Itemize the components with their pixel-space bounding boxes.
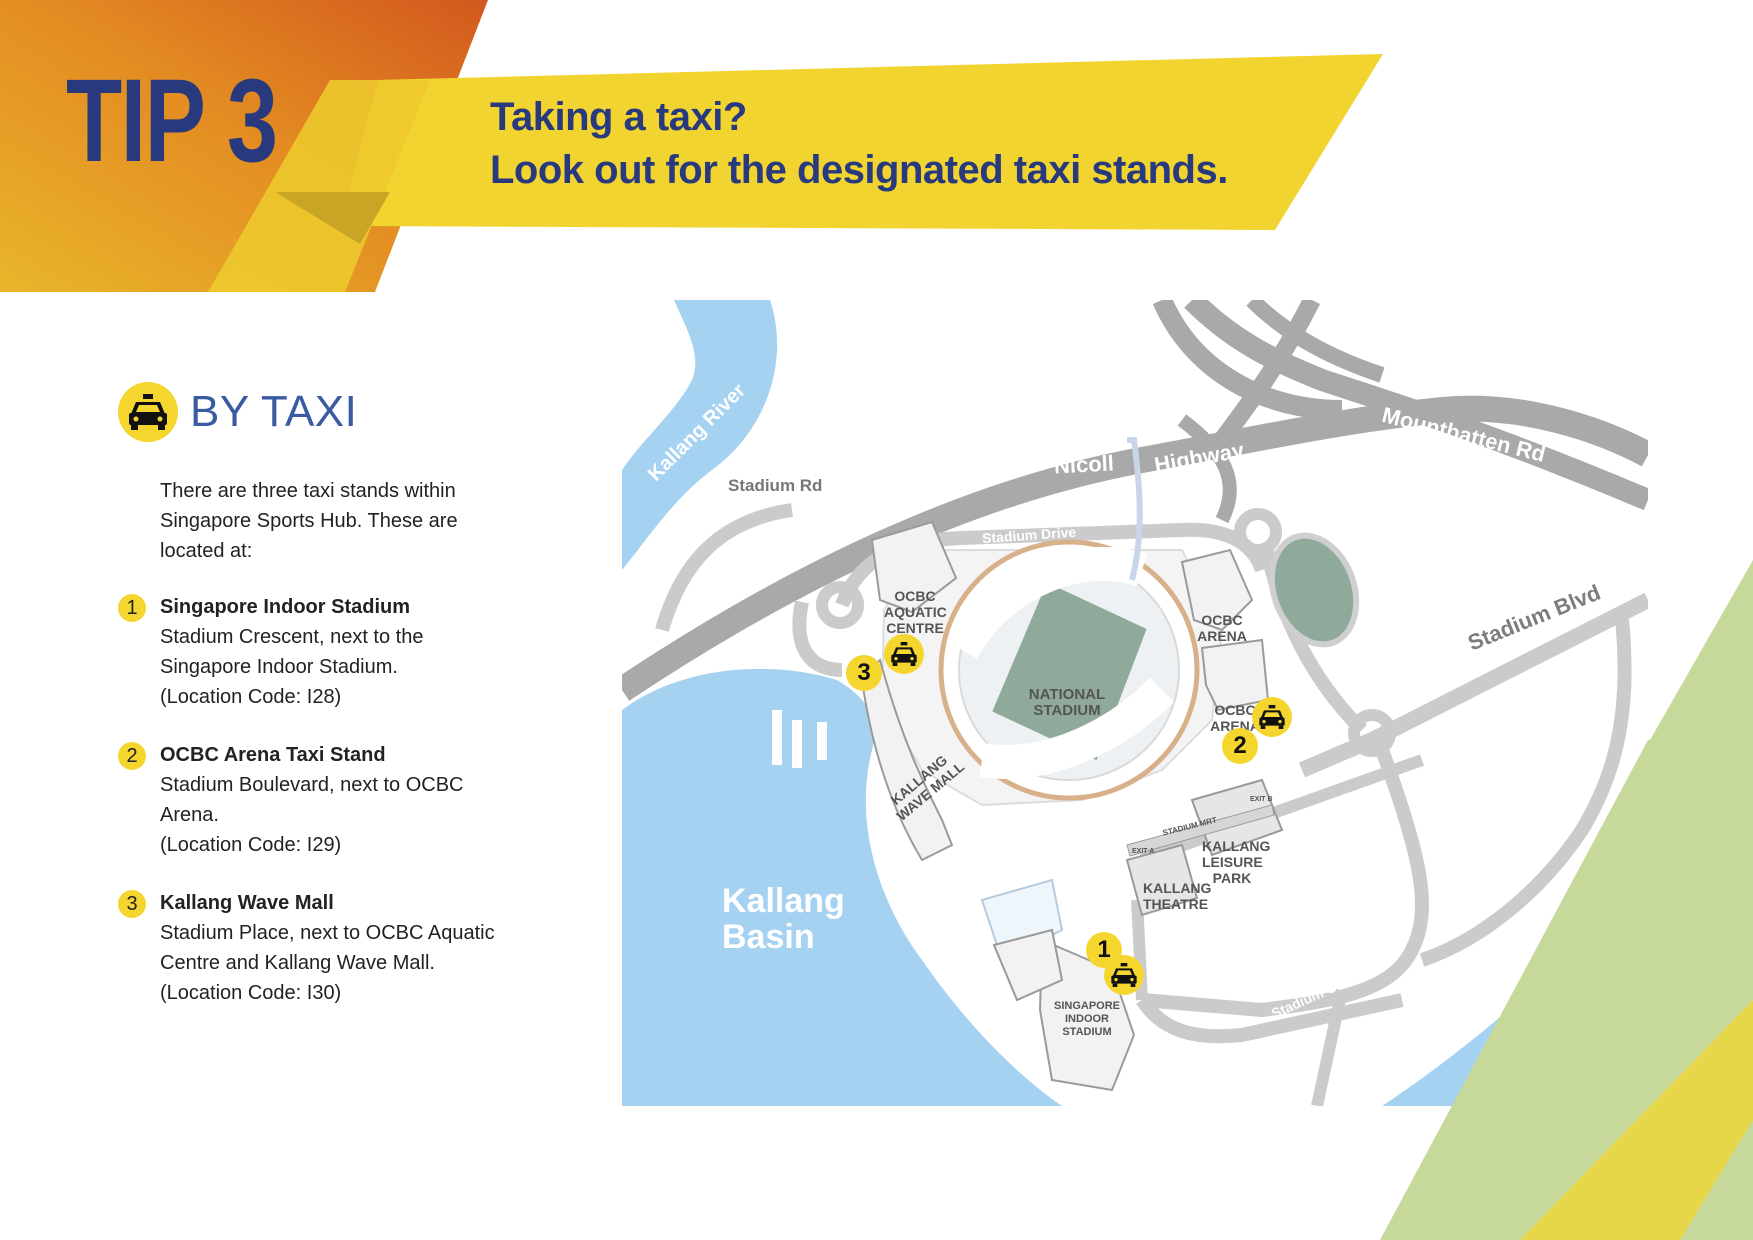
decorative-stripes — [1380, 560, 1753, 1240]
headline-instruction: Look out for the designated taxi stands. — [490, 148, 1228, 192]
water-label-kallang-basin: Kallang Basin — [722, 883, 845, 955]
exit-b-label: EXIT B — [1250, 796, 1273, 803]
aquatic-line1: OCBC — [894, 588, 936, 604]
stand-location-code: (Location Code: I29) — [160, 834, 342, 856]
taxi-icon — [118, 382, 178, 442]
map-marker-number[interactable]: 3 — [846, 655, 882, 691]
taxi-icon[interactable] — [1104, 955, 1144, 995]
map-marker-number[interactable]: 2 — [1222, 728, 1258, 764]
taxi-stand-item: 1 Singapore Indoor Stadium Stadium Cresc… — [118, 592, 518, 712]
stand-location-code: (Location Code: I30) — [160, 982, 342, 1004]
kallang-river — [622, 300, 778, 570]
kallang-basin — [622, 668, 1062, 1106]
exit-a-label: EXIT A — [1132, 848, 1155, 855]
kallang-basin-line2: Basin — [722, 918, 815, 956]
stand-location-code: (Location Code: I28) — [160, 686, 342, 708]
stand-address: Stadium Crescent, next to the Singapore … — [160, 626, 424, 678]
label-kallang-leisure-park: KALLANG LEISURE PARK — [1202, 838, 1270, 886]
stand-number-badge: 1 — [118, 594, 146, 622]
headline-question: Taking a taxi? — [490, 95, 747, 139]
stand-name: OCBC Arena Taxi Stand — [160, 744, 386, 766]
arena-top-line2: ARENA — [1197, 628, 1247, 644]
stand-number-badge: 3 — [118, 890, 146, 918]
road-label-nicoll: Nicoll — [1053, 450, 1115, 479]
stand-number-badge: 2 — [118, 742, 146, 770]
label-national-stadium: NATIONAL STADIUM — [1027, 687, 1107, 719]
theatre-line2: THEATRE — [1143, 896, 1209, 912]
tip-number-title: TIP 3 — [66, 55, 278, 187]
section-heading: BY TAXI — [118, 382, 468, 444]
national-line1: NATIONAL — [1028, 686, 1106, 703]
taxi-stand-item: 2 OCBC Arena Taxi Stand Stadium Boulevar… — [118, 740, 518, 860]
theatre-line1: KALLANG — [1143, 880, 1212, 896]
arena-line1: OCBC — [1214, 702, 1256, 718]
intro-text: There are three taxi stands within Singa… — [160, 480, 458, 562]
taxi-icon[interactable] — [884, 634, 924, 674]
label-ocbc-arena-top: OCBC ARENA — [1197, 612, 1247, 644]
aquatic-line2: AQUATIC — [884, 604, 947, 620]
label-kallang-theatre: KALLANG THEATRE — [1143, 880, 1211, 912]
stand-name: Singapore Indoor Stadium — [160, 596, 411, 618]
national-line2: STADIUM — [1033, 702, 1101, 719]
indoor-line3: STADIUM — [1062, 1026, 1112, 1038]
taxi-stand-list: 1 Singapore Indoor Stadium Stadium Cresc… — [118, 592, 518, 1036]
leisure-line2: LEISURE — [1202, 854, 1263, 870]
indoor-line1: SINGAPORE — [1053, 1000, 1120, 1012]
road-label-stadium-rd: Stadium Rd — [728, 476, 823, 495]
label-ocbc-aquatic-centre: OCBC AQUATIC CENTRE — [884, 588, 947, 636]
indoor-line2: INDOOR — [1065, 1013, 1109, 1025]
label-singapore-indoor-stadium: SINGAPORE INDOOR STADIUM — [1052, 1000, 1122, 1039]
stand-address: Stadium Place, next to OCBC Aquatic Cent… — [160, 922, 495, 974]
stand-address: Stadium Boulevard, next to OCBC Arena. — [160, 774, 464, 826]
section-title: BY TAXI — [190, 387, 358, 436]
aquatic-line3: CENTRE — [886, 620, 944, 636]
arena-top-line1: OCBC — [1201, 612, 1243, 628]
taxi-stand-item: 3 Kallang Wave Mall Stadium Place, next … — [118, 888, 518, 1008]
taxi-icon[interactable] — [1252, 697, 1292, 737]
leisure-line3: PARK — [1212, 870, 1252, 886]
banner-graphic — [0, 0, 1383, 292]
kallang-basin-line1: Kallang — [722, 882, 845, 920]
header-banner: TIP 3 Taking a taxi? Look out for the de… — [0, 0, 1753, 300]
leisure-line1: KALLANG — [1202, 838, 1271, 854]
stand-name: Kallang Wave Mall — [160, 892, 334, 914]
